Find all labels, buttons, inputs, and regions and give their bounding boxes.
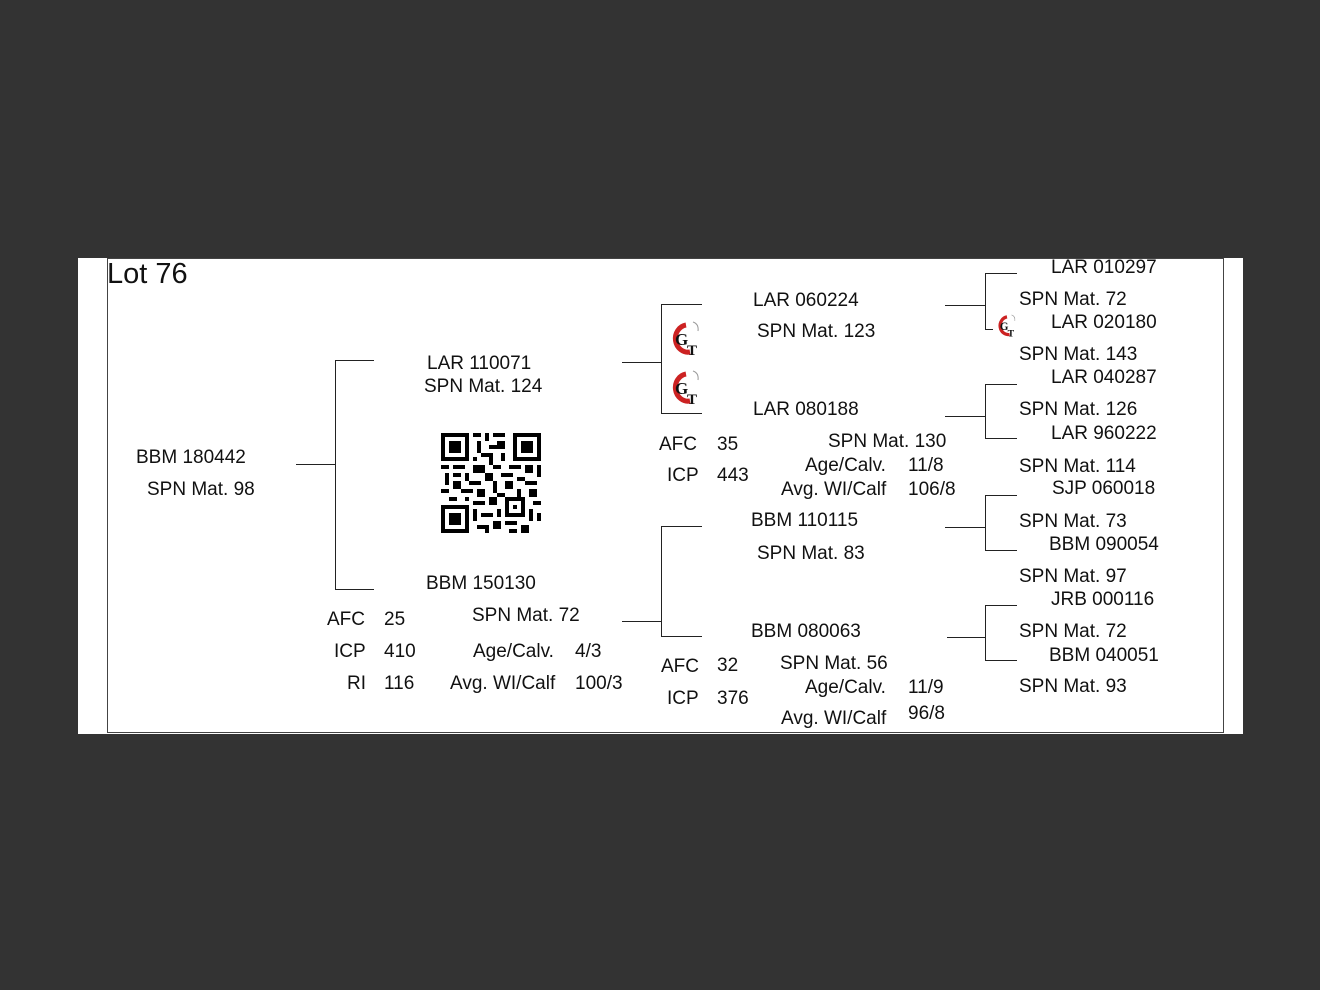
dam-wi-value: 100/3 [575, 673, 623, 694]
connector [985, 605, 986, 661]
gen3-spn: SPN Mat. 73 [1019, 511, 1127, 532]
connector [661, 526, 662, 637]
dam-dam-spn: SPN Mat. 56 [780, 653, 888, 674]
connector [622, 621, 662, 622]
dam-wi-label: Avg. WI/Calf [450, 673, 556, 694]
gen3-spn: SPN Mat. 72 [1019, 289, 1127, 310]
svg-text:G: G [1000, 321, 1009, 333]
sire-dam-wi-label: Avg. WI/Calf [781, 479, 887, 500]
sire-dam-age-value: 11/8 [908, 455, 944, 476]
sire-dam-afc-value: 35 [717, 434, 739, 455]
dam-dam-wi-label: Avg. WI/Calf [781, 708, 887, 729]
dam-dam-icp-label: ICP [667, 688, 699, 709]
dam-afc-label: AFC [327, 609, 365, 630]
dam-spn: SPN Mat. 72 [472, 605, 580, 626]
pedigree-frame [107, 258, 1224, 733]
sire-dam-icp-label: ICP [667, 465, 699, 486]
sire-sire-id: LAR 060224 [753, 290, 859, 311]
sire-dam-age-label: Age/Calv. [805, 455, 886, 476]
dam-icp-label: ICP [334, 641, 366, 662]
gen3-id: BBM 090054 [1049, 534, 1159, 555]
connector [661, 304, 662, 414]
dam-icp-value: 410 [384, 641, 416, 662]
gt-logo-icon: G T [998, 314, 1016, 339]
dam-age-label: Age/Calv. [473, 641, 554, 662]
svg-text:G: G [675, 379, 688, 398]
lot-title: Lot 76 [107, 258, 188, 290]
gen3-id: LAR 010297 [1051, 257, 1157, 278]
connector [985, 384, 1017, 385]
connector [945, 527, 986, 528]
connector [661, 636, 702, 637]
connector [335, 360, 374, 361]
connector [296, 464, 336, 465]
connector [985, 605, 1017, 606]
subject-id: BBM 180442 [136, 447, 246, 468]
dam-ri-label: RI [347, 673, 366, 694]
qr-code [441, 433, 541, 533]
dam-sire-spn: SPN Mat. 83 [757, 543, 865, 564]
connector [335, 360, 336, 590]
svg-text:T: T [687, 343, 697, 359]
dam-dam-afc-label: AFC [661, 656, 699, 677]
connector [622, 362, 662, 363]
dam-dam-age-label: Age/Calv. [805, 677, 886, 698]
dam-dam-age-value: 11/9 [908, 677, 944, 698]
gen3-spn: SPN Mat. 114 [1019, 456, 1136, 477]
dam-afc-value: 25 [384, 609, 406, 630]
connector [945, 416, 986, 417]
sire-dam-afc-label: AFC [659, 434, 697, 455]
connector [945, 305, 986, 306]
page-background [78, 258, 1243, 734]
dam-sire-id: BBM 110115 [751, 510, 859, 531]
connector [985, 495, 1017, 496]
connector [661, 304, 702, 305]
connector [985, 273, 986, 330]
connector [985, 384, 986, 439]
sire-dam-wi-value: 106/8 [908, 479, 956, 500]
gen3-spn: SPN Mat. 126 [1019, 399, 1138, 420]
sire-sire-spn: SPN Mat. 123 [757, 321, 876, 342]
sire-dam-id: LAR 080188 [753, 399, 859, 420]
connector [985, 660, 1017, 661]
connector [335, 589, 374, 590]
svg-text:T: T [687, 392, 697, 408]
gt-logo-icon: G T [672, 321, 699, 359]
dam-age-value: 4/3 [575, 641, 602, 662]
dam-dam-afc-value: 32 [717, 655, 739, 676]
dam-id: BBM 150130 [426, 573, 536, 594]
connector [947, 637, 986, 638]
gen3-spn: SPN Mat. 72 [1019, 621, 1127, 642]
dam-dam-wi-value: 96/8 [908, 703, 945, 724]
gen3-spn: SPN Mat. 143 [1019, 344, 1138, 365]
connector [985, 495, 986, 551]
gen3-spn: SPN Mat. 93 [1019, 676, 1127, 697]
connector [661, 413, 702, 414]
sire-dam-spn: SPN Mat. 130 [828, 431, 947, 452]
gen3-id: LAR 040287 [1051, 367, 1157, 388]
gt-logo-icon: G T [672, 370, 699, 408]
sire-id: LAR 110071 [427, 353, 532, 374]
connector [985, 550, 1017, 551]
gen3-id: BBM 040051 [1049, 645, 1159, 666]
gen3-id: SJP 060018 [1052, 478, 1156, 499]
svg-text:G: G [675, 330, 688, 349]
connector [661, 526, 702, 527]
svg-text:T: T [1008, 328, 1015, 339]
subject-spn: SPN Mat. 98 [147, 479, 255, 500]
gen3-id: LAR 020180 [1051, 312, 1157, 333]
sire-dam-icp-value: 443 [717, 465, 749, 486]
connector [985, 273, 1017, 274]
dam-ri-value: 116 [384, 673, 415, 694]
sire-spn: SPN Mat. 124 [424, 376, 543, 397]
gen3-id: JRB 000116 [1051, 589, 1155, 610]
dam-dam-id: BBM 080063 [751, 621, 861, 642]
gen3-id: LAR 960222 [1051, 423, 1157, 444]
gen3-spn: SPN Mat. 97 [1019, 566, 1127, 587]
connector [985, 438, 1017, 439]
connector [985, 329, 993, 330]
dam-dam-icp-value: 376 [717, 688, 749, 709]
